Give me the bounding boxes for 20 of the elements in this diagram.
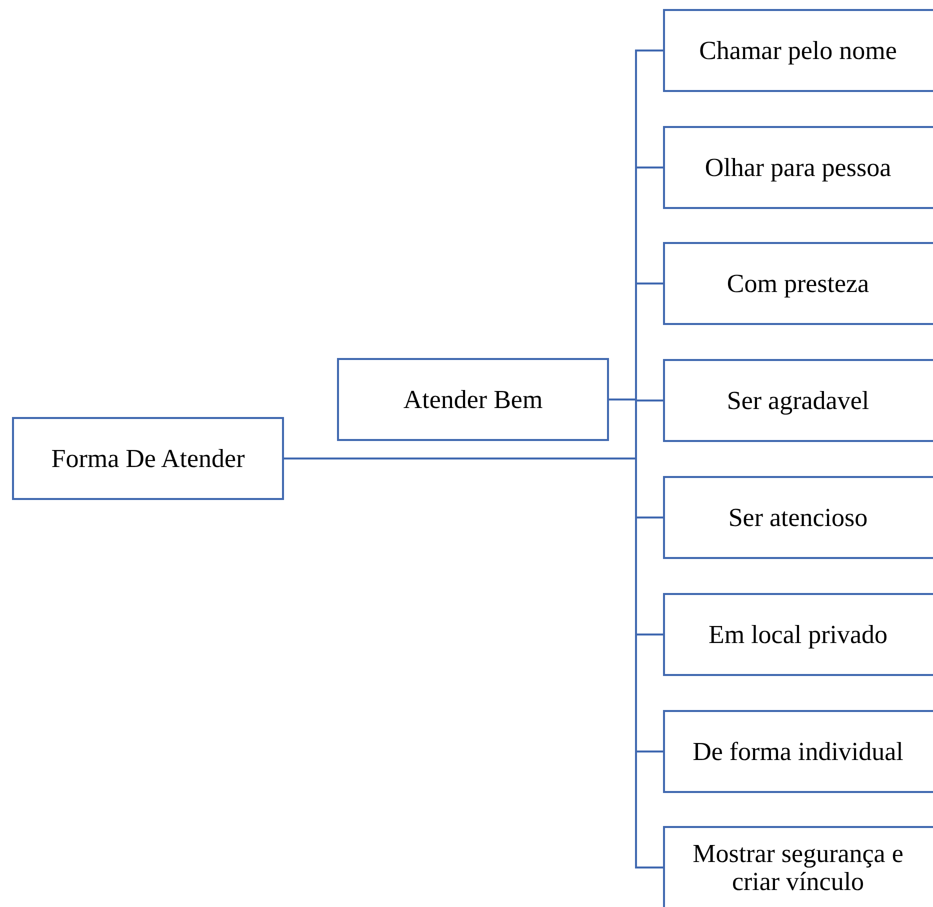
process-box <box>663 593 933 676</box>
node-label: De forma individual <box>692 738 904 766</box>
node-label: Em local privado <box>708 620 888 648</box>
node-label: Chamar pelo nome <box>699 36 897 64</box>
process-box <box>663 476 933 559</box>
node-label: Com presteza <box>726 270 870 298</box>
node-label: Forma De Atender <box>51 444 245 472</box>
process-box <box>337 358 609 441</box>
node-label: Atender Bem <box>403 386 543 414</box>
process-box <box>663 9 933 92</box>
process-box <box>663 826 933 907</box>
node-label: Mostrar segurança e criar vínculo <box>692 840 904 895</box>
node-label: Olhar para pessoa <box>704 154 892 182</box>
process-box <box>663 710 933 793</box>
process-box <box>663 359 933 442</box>
process-box <box>663 242 933 325</box>
node-label: Ser agradavel <box>726 386 870 414</box>
node-label: Ser atencioso <box>728 504 868 532</box>
process-box <box>12 417 284 500</box>
process-box <box>663 126 933 209</box>
